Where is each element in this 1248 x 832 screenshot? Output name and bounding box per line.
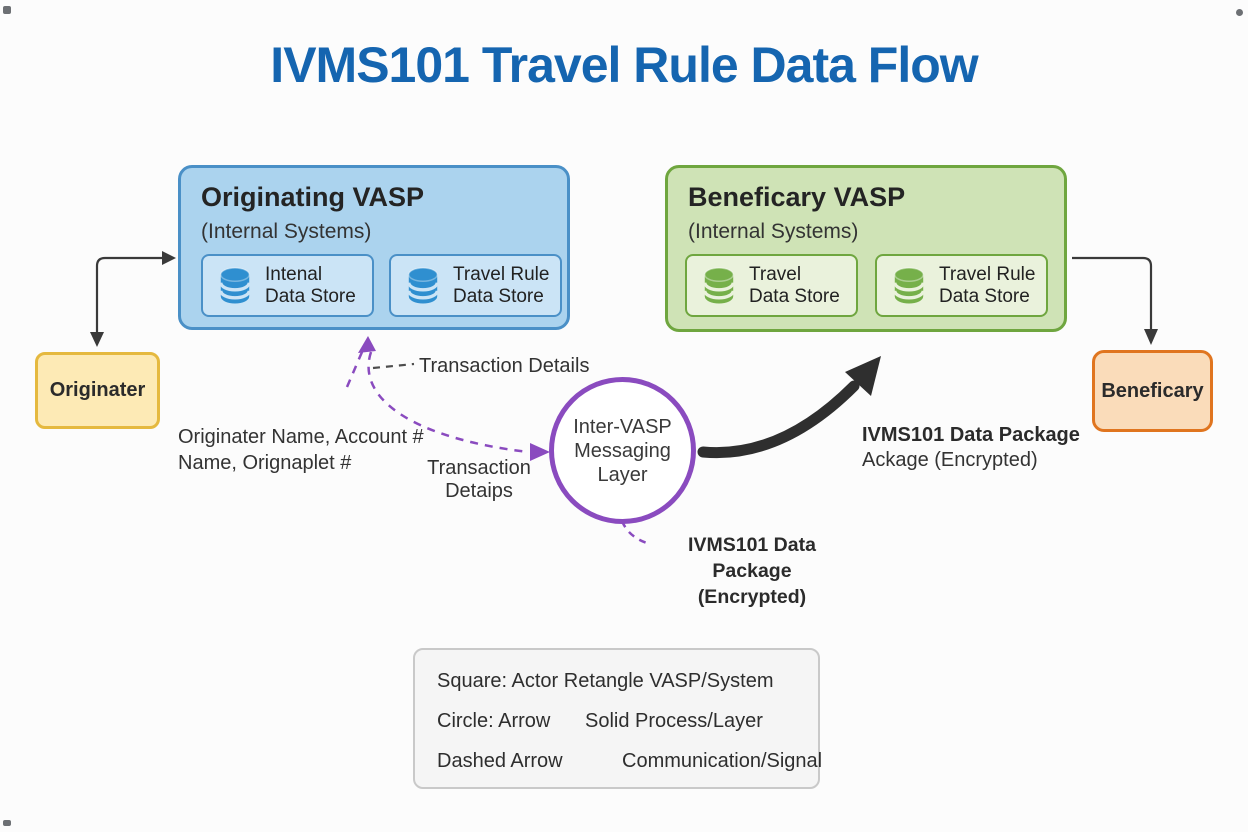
arrowhead-right-into-vasp xyxy=(162,251,176,265)
scan-speck xyxy=(3,820,11,826)
scan-speck xyxy=(1236,9,1243,16)
beneficiary-vasp-stores: Travel Data Store Travel Rule Data Store xyxy=(685,254,1048,317)
database-icon xyxy=(219,266,251,304)
page-title: IVMS101 Travel Rule Data Flow xyxy=(270,37,978,93)
package-right-line2: Ackage (Encrypted) xyxy=(862,449,1038,471)
data-package-bottom-label: IVMS101 Data Package (Encrypted) xyxy=(652,532,852,610)
store-line2: Data Store xyxy=(749,285,840,307)
travel-rule-data-store-box: Travel Rule Data Store xyxy=(875,254,1048,317)
store-label: Travel Rule Data Store xyxy=(939,264,1035,308)
legend-dashed-right: Communication/Signal xyxy=(622,750,823,772)
messaging-line3: Layer xyxy=(597,463,648,486)
messaging-layer-label: Inter-VASP Messaging Layer xyxy=(573,415,672,487)
database-icon xyxy=(703,266,735,304)
travel-data-store-box: Travel Data Store xyxy=(685,254,858,317)
originating-vasp-title: Originating VASP xyxy=(201,182,425,212)
legend-box: Square: Actor Retangle VASP/System Circl… xyxy=(413,648,822,789)
arrowhead-up-into-vasp xyxy=(358,336,376,353)
store-line1: Travel Rule xyxy=(453,263,550,285)
store-line1: Intenal xyxy=(265,263,323,285)
package-right-line1: IVMS101 Data Package xyxy=(862,424,1080,446)
transaction-detaips-line1: Transaction xyxy=(427,457,531,479)
originating-vasp-stores: Intenal Data Store Travel Rule Data Stor… xyxy=(201,254,562,317)
beneficiary-vasp-box: Beneficary VASP (Internal Systems) Trave… xyxy=(665,165,1067,332)
beneficiary-vasp-title: Beneficary VASP xyxy=(688,182,906,212)
store-line2: Data Store xyxy=(265,285,356,307)
legend-circle-left: Circle: Arrow xyxy=(437,710,551,732)
arrowhead-down-beneficiary xyxy=(1144,329,1158,345)
originator-vasp-connector xyxy=(95,256,168,340)
originating-vasp-box: Originating VASP (Internal Systems) Inte… xyxy=(178,165,570,330)
package-bottom-line1: IVMS101 Data Package xyxy=(688,534,816,582)
dashed-stub-bottom xyxy=(620,520,651,546)
legend-square-left: Square: Actor xyxy=(437,670,559,692)
originating-vasp-subtitle: (Internal Systems) xyxy=(201,220,372,243)
internal-data-store-box: Intenal Data Store xyxy=(201,254,374,317)
beneficiary-label: Beneficary xyxy=(1101,379,1204,402)
store-line1: Travel xyxy=(749,263,802,285)
originator-info-line1: Originater Name, Account # xyxy=(178,426,424,448)
leader-transaction-details xyxy=(372,362,415,370)
transaction-detaips-line2: Detaips xyxy=(445,480,513,502)
thick-arrowhead xyxy=(845,356,881,396)
dashed-stub-left xyxy=(345,351,364,388)
legend-row-square: Square: Actor Retangle VASP/System xyxy=(437,670,807,693)
package-bottom-line2: (Encrypted) xyxy=(697,586,807,608)
vasp-beneficiary-connector xyxy=(1072,256,1153,329)
store-label: Travel Rule Data Store xyxy=(453,264,549,308)
originator-info-line2: Name, Orignaplet # xyxy=(178,452,352,474)
messaging-line1: Inter-VASP xyxy=(573,415,672,438)
originator-label: Originater xyxy=(49,379,146,401)
legend-dashed-left: Dashed Arrow xyxy=(437,750,563,772)
legend-circle-right: Solid Process/Layer xyxy=(585,710,763,732)
originator-box: Originater xyxy=(35,352,160,429)
transaction-details-label: Transaction Details xyxy=(419,355,590,377)
database-icon xyxy=(407,266,439,304)
store-line2: Data Store xyxy=(939,285,1030,307)
beneficiary-vasp-subtitle: (Internal Systems) xyxy=(688,220,859,243)
store-line2: Data Store xyxy=(453,285,544,307)
inter-vasp-messaging-layer-circle: Inter-VASP Messaging Layer xyxy=(549,377,696,524)
scan-speck xyxy=(3,6,11,14)
store-label: Intenal Data Store xyxy=(265,264,356,308)
legend-square-right: Retangle VASP/System xyxy=(563,670,774,692)
legend-row-dashed: Dashed Arrow Communication/Signal xyxy=(437,750,822,773)
originator-info-label: Originater Name, Account # Name, Orignap… xyxy=(178,424,424,476)
beneficiary-box: Beneficary xyxy=(1092,350,1213,432)
messaging-line2: Messaging xyxy=(574,439,671,462)
database-icon xyxy=(893,266,925,304)
data-package-right-label: IVMS101 Data Package Ackage (Encrypted) xyxy=(862,423,1080,473)
travel-rule-data-store-box: Travel Rule Data Store xyxy=(389,254,562,317)
thick-arrow-curve xyxy=(697,380,860,459)
store-line1: Travel Rule xyxy=(939,263,1036,285)
arrowhead-down-originator xyxy=(90,332,104,347)
legend-row-circle: Circle: Arrow Solid Process/Layer xyxy=(437,710,807,733)
store-label: Travel Data Store xyxy=(749,264,840,308)
transaction-details-curve-label: Transaction Detaips xyxy=(420,457,538,503)
